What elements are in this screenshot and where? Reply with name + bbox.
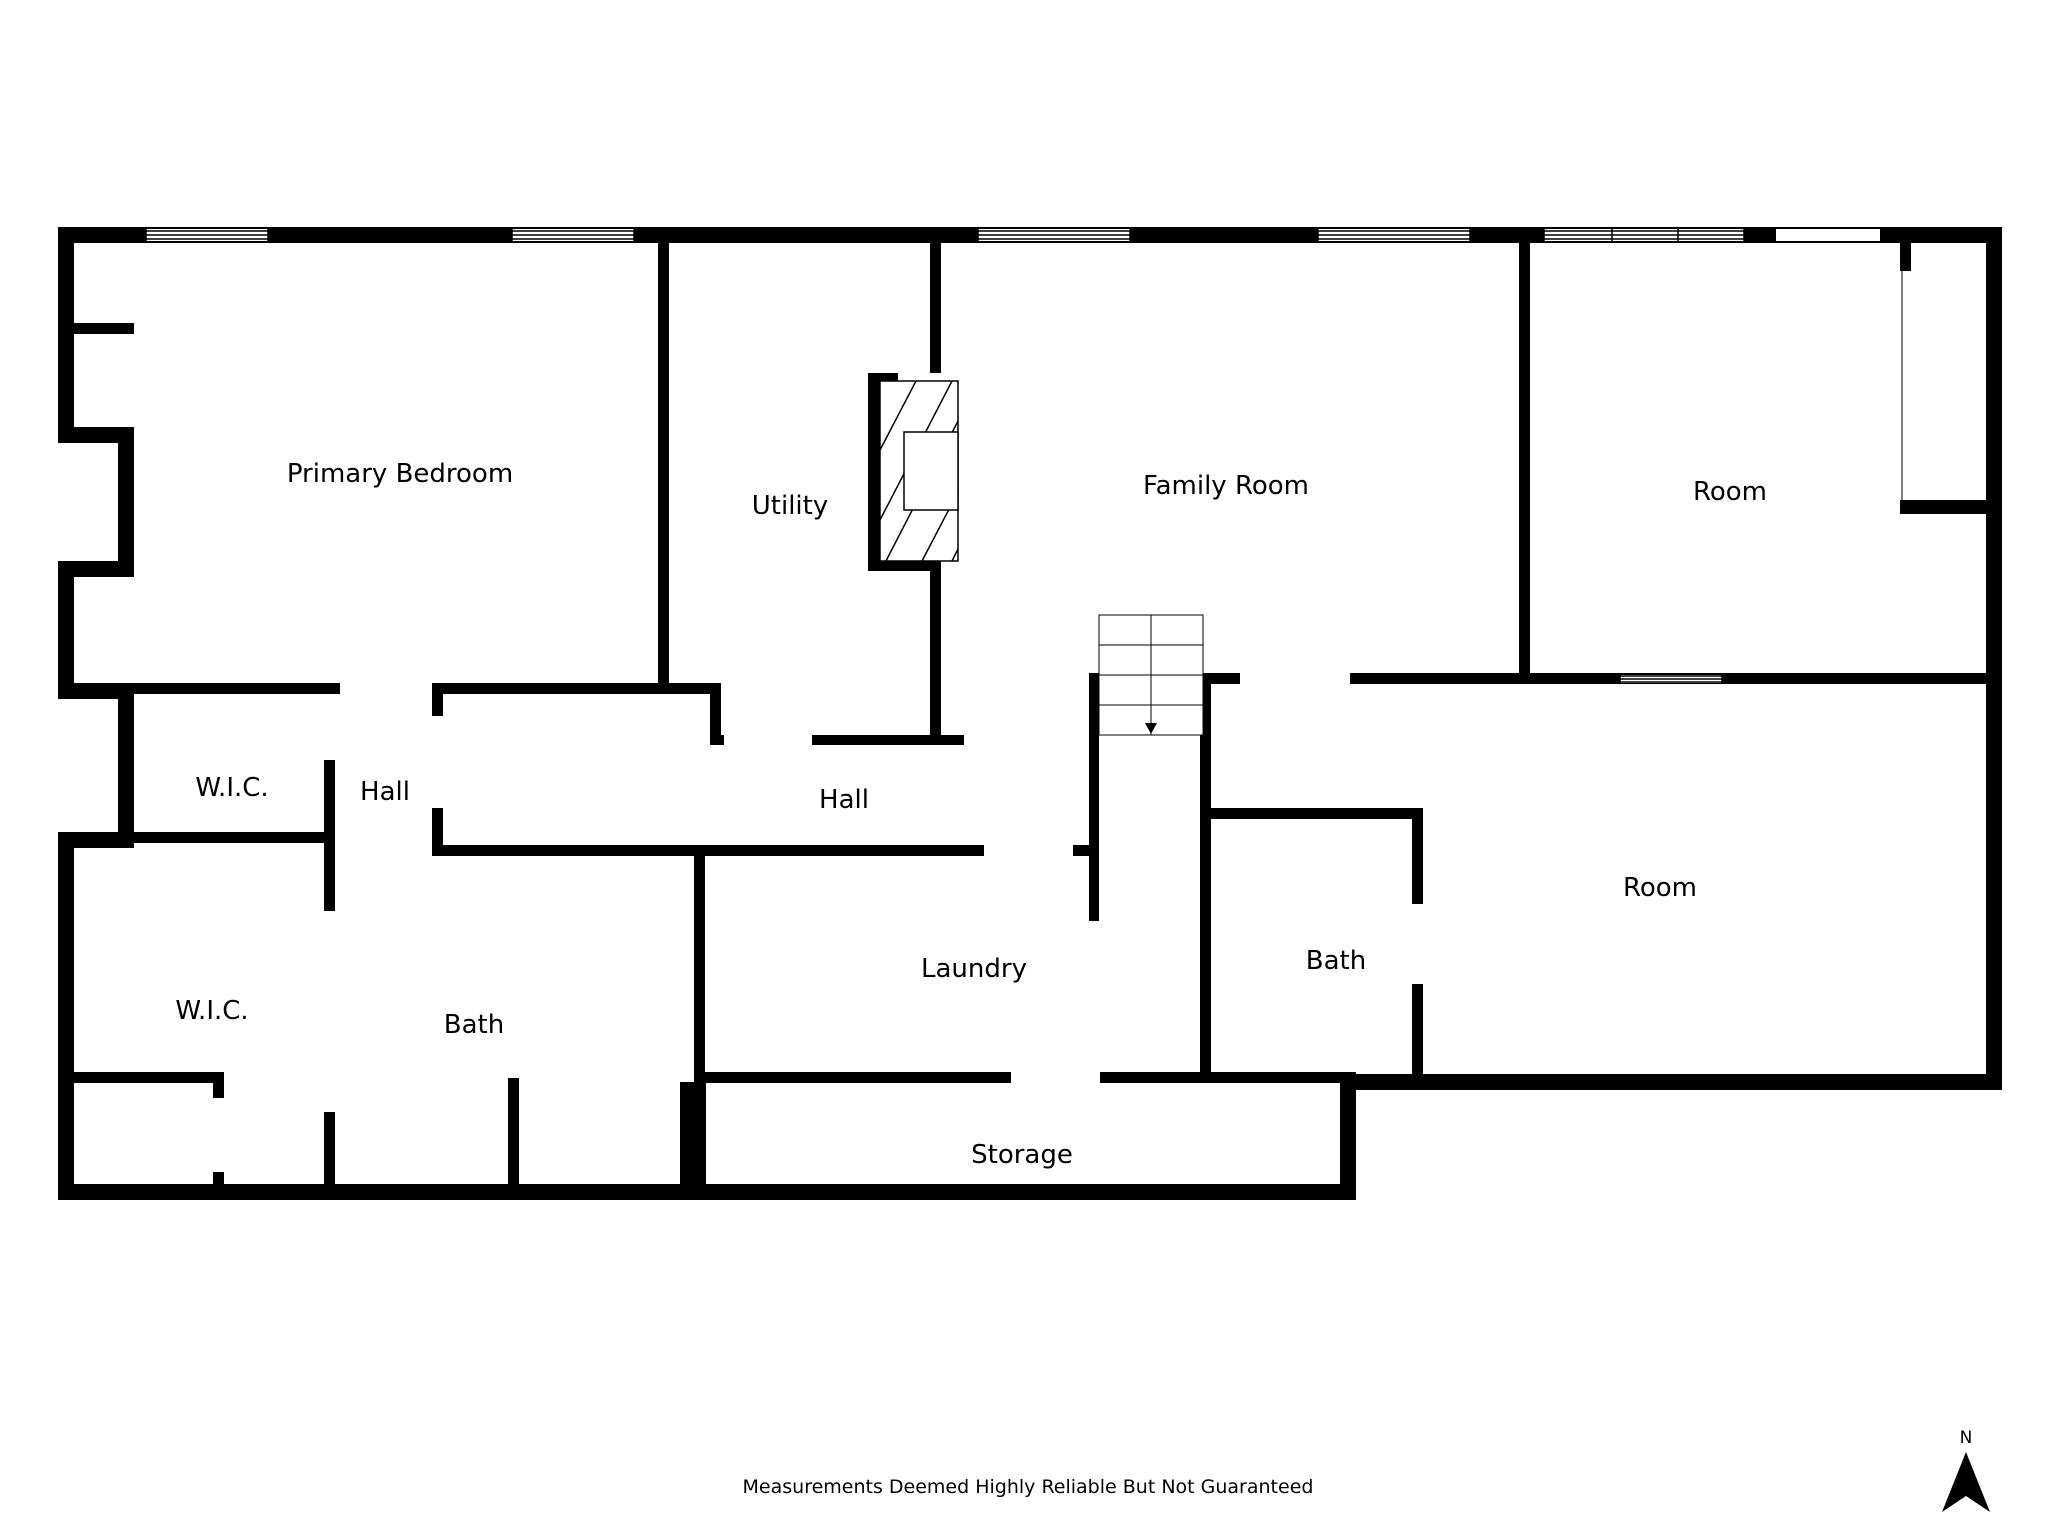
room-label-bath-east: Bath — [1306, 946, 1366, 976]
window — [977, 229, 1131, 241]
window — [1543, 229, 1745, 241]
window — [1619, 675, 1723, 683]
window — [1317, 229, 1471, 241]
room-label-storage: Storage — [971, 1140, 1073, 1170]
room-label-room-se: Room — [1623, 873, 1697, 903]
interior-walls — [74, 243, 2000, 1184]
window — [511, 229, 635, 241]
fireplace-icon — [868, 373, 959, 571]
room-label-laundry: Laundry — [921, 954, 1027, 984]
stair-arrow-icon — [1145, 723, 1157, 734]
window — [145, 229, 269, 241]
room-label-wic-upper: W.I.C. — [195, 773, 268, 803]
room-label-primary-bedroom: Primary Bedroom — [287, 459, 513, 489]
north-letter: N — [1960, 1428, 1973, 1448]
windows — [145, 229, 1880, 241]
room-label-bath-west: Bath — [444, 1010, 504, 1040]
compass: N — [1942, 1428, 1990, 1512]
wall-opening — [1776, 229, 1880, 241]
stairs-icon — [1098, 614, 1204, 736]
room-label-room-ne: Room — [1693, 477, 1767, 507]
exterior-walls — [58, 227, 2002, 1200]
room-labels: Primary Bedroom Utility Family Room Room… — [175, 459, 1767, 1170]
disclaimer-text: Measurements Deemed Highly Reliable But … — [743, 1476, 1314, 1498]
room-label-utility: Utility — [752, 491, 828, 521]
north-arrow-icon — [1942, 1452, 1990, 1512]
room-label-wic-lower: W.I.C. — [175, 996, 248, 1026]
room-label-family-room: Family Room — [1143, 471, 1309, 501]
room-label-hall-center: Hall — [819, 785, 869, 815]
room-label-hall-west: Hall — [360, 777, 410, 807]
